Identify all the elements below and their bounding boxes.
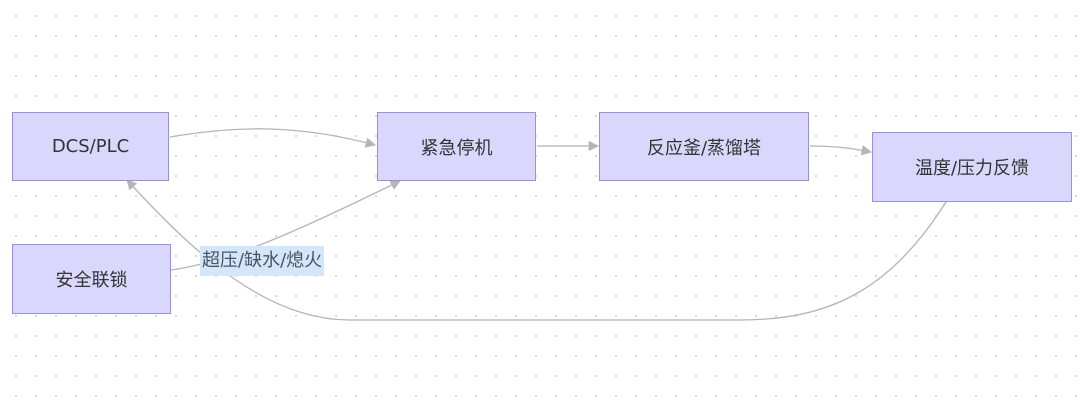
- node-reactor-tower: 反应釜/蒸馏塔: [599, 112, 809, 181]
- node-emergency-stop: 紧急停机: [377, 112, 536, 181]
- node-temp-pressure-feedback: 温度/压力反馈: [872, 132, 1072, 202]
- edge-feedback-to-dcs: [126, 179, 947, 321]
- node-dcs-plc: DCS/PLC: [12, 112, 169, 181]
- edge-label-interlock-conditions: 超压/缺水/熄火: [200, 246, 325, 276]
- edge-reactor-to-feedback: [809, 145, 873, 156]
- node-safety-interlock: 安全联锁: [12, 244, 171, 314]
- edge-dcs-to-estop: [169, 128, 377, 148]
- edge-interlock-to-estop: [170, 180, 401, 271]
